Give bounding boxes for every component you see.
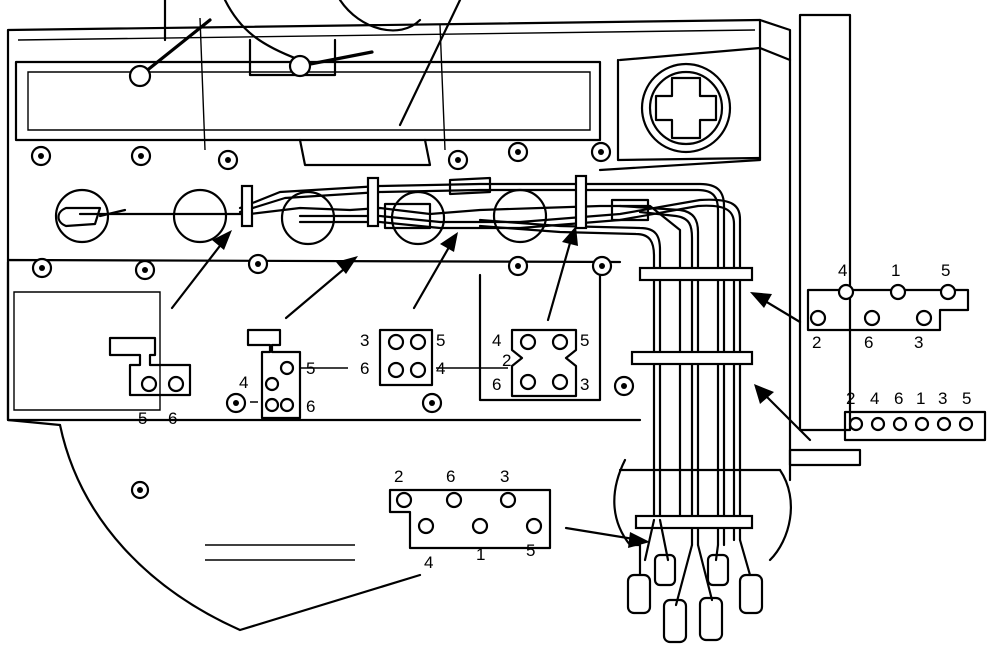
bolt: [130, 145, 152, 167]
bolt: [421, 392, 443, 414]
label-right-upper-2: 2: [812, 333, 821, 352]
label-right-lower-6: 6: [894, 389, 903, 408]
label-right-upper-5: 5: [941, 261, 950, 280]
bolt: [217, 149, 239, 171]
callout-arrows: [170, 226, 812, 548]
bolt: [225, 392, 247, 414]
bolt: [134, 259, 156, 281]
callout-labels: 5 6 4 5 6 3 5 6 4 4 5 2 6 3 4 1 5 2 6 3 …: [138, 261, 971, 572]
label-clip-b-5: 5: [436, 331, 445, 350]
clip-c: [510, 328, 578, 398]
label-bottom-mid-6: 6: [446, 467, 455, 486]
label-right-lower-2: 2: [846, 389, 855, 408]
leader-lines: [250, 367, 508, 403]
throttle-linkage: [128, 18, 374, 88]
label-clip-a-6: 6: [306, 397, 315, 416]
label-clip-c-4: 4: [492, 331, 501, 350]
label-clip-c-5: 5: [580, 331, 589, 350]
label-bottom-mid-3: 3: [500, 467, 509, 486]
engine-block: [6, 0, 862, 632]
label-bottom-mid-5: 5: [526, 541, 535, 560]
label-right-upper-1: 1: [891, 261, 900, 280]
label-right-upper-6: 6: [864, 333, 873, 352]
label-clip-c-3: 3: [580, 375, 589, 394]
label-right-lower-4: 4: [870, 389, 879, 408]
clip-right-upper: [806, 283, 970, 332]
label-right-lower-5: 5: [962, 389, 971, 408]
label-bottom-mid-2: 2: [394, 467, 403, 486]
clip-a: [246, 328, 302, 420]
bolt: [591, 255, 613, 277]
injection-lines: [57, 176, 742, 547]
clip-far-left: [108, 336, 192, 397]
injection-pump: [613, 458, 792, 644]
head-bolts: [30, 141, 635, 500]
bolt: [247, 253, 269, 275]
label-right-lower-1: 1: [916, 389, 925, 408]
bolt: [31, 257, 53, 279]
oil-filler-cap: [616, 58, 762, 162]
label-far-left-6: 6: [168, 409, 177, 428]
bolt: [613, 375, 635, 397]
bolt: [507, 141, 529, 163]
bolt: [447, 149, 469, 171]
bolt: [590, 141, 612, 163]
label-right-upper-3: 3: [914, 333, 923, 352]
label-bottom-mid-1: 1: [476, 545, 485, 564]
label-clip-c-6: 6: [492, 375, 501, 394]
label-clip-a-4: 4: [239, 373, 248, 392]
line-clamps: [240, 174, 754, 530]
clip-right-lower: [843, 410, 987, 442]
label-clip-c-2: 2: [502, 351, 511, 370]
label-far-left-5: 5: [138, 409, 147, 428]
bolt: [507, 255, 529, 277]
bolt: [30, 145, 52, 167]
clip-bottom-mid: [388, 488, 552, 550]
label-bottom-mid-4: 4: [424, 553, 433, 572]
label-clip-b-6: 6: [360, 359, 369, 378]
clip-b: [378, 328, 434, 387]
bolt: [130, 480, 150, 500]
label-clip-b-3: 3: [360, 331, 369, 350]
label-right-upper-4: 4: [838, 261, 847, 280]
label-clip-b-4: 4: [436, 359, 445, 378]
label-right-lower-3: 3: [938, 389, 947, 408]
label-clip-a-5: 5: [306, 359, 315, 378]
